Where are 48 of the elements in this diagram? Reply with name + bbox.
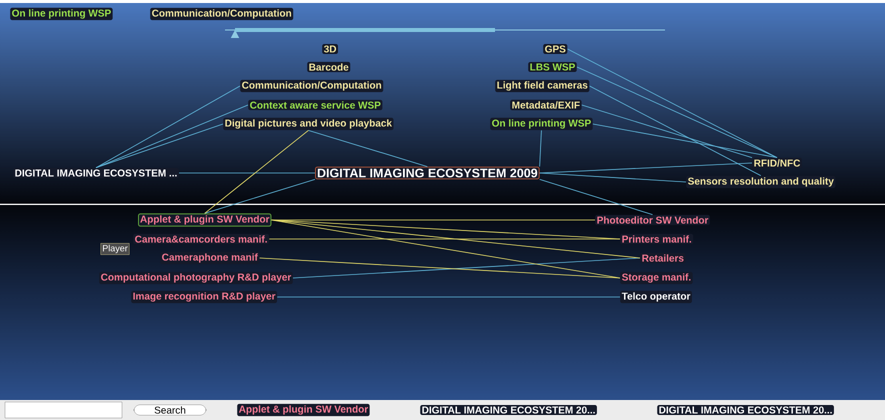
link-line (96, 124, 224, 168)
label-box: On line printing WSP (490, 118, 593, 130)
label-box: Barcode (307, 62, 350, 72)
breadcrumb-tab: On line printing WSP (10, 8, 113, 20)
label-box: Metadata/EXIF (510, 100, 582, 110)
link-line (96, 86, 240, 168)
label-box: Camera&camcorders manif. (133, 234, 270, 244)
link-line (539, 179, 653, 216)
label-box: Telco operator (620, 290, 692, 304)
label-box: Communication/Computation (240, 80, 384, 92)
label-box: Cameraphone manif (160, 252, 260, 264)
breadcrumb-tab: DIGITAL IMAGING ECOSYSTEM 20... (657, 404, 834, 416)
link-line (204, 179, 316, 214)
link-line (271, 220, 620, 278)
tooltip: Player (100, 243, 130, 255)
link-line (178, 172, 316, 174)
search-button: Search (134, 404, 206, 416)
label-box: Digital pictures and video playback (223, 118, 394, 130)
label-box: Light field cameras (495, 80, 590, 92)
link-line (589, 86, 762, 176)
label-box: DIGITAL IMAGING ECOSYSTEM ... (13, 168, 179, 178)
label-box: Printers manif. (620, 234, 694, 244)
breadcrumb-tab: Communication/Computation (150, 8, 294, 20)
link-line (581, 104, 752, 158)
link-line (539, 162, 752, 174)
label-box: Storage manif. (620, 272, 693, 284)
link-line (539, 130, 542, 167)
label-box: RFID/NFC (752, 158, 802, 168)
link-line (271, 220, 640, 258)
label-box: Computational photography R&D player (99, 272, 293, 284)
link-line (276, 296, 620, 298)
link-line (539, 172, 686, 182)
root-node-box: DIGITAL IMAGING ECOSYSTEM 2009 (315, 166, 540, 180)
label-box: Retailers (640, 252, 686, 264)
link-line (592, 124, 778, 158)
label-box: Photoeditor SW Vendor (595, 214, 710, 226)
link-line (96, 104, 248, 168)
label-box: Sensors resolution and quality (686, 176, 836, 188)
label-box: Applet & plugin SW Vendor (138, 213, 272, 227)
link-line (576, 66, 778, 158)
link-line (567, 48, 778, 158)
breadcrumb-tab: DIGITAL IMAGING ECOSYSTEM 20... (420, 404, 597, 416)
breadcrumb-tab: Applet & plugin SW Vendor (237, 404, 370, 416)
link-line (204, 130, 309, 214)
link-line (308, 130, 428, 167)
label-box: Context aware service WSP (248, 100, 382, 110)
label-box: Image recognition R&D player (131, 290, 278, 304)
link-line (268, 238, 620, 240)
